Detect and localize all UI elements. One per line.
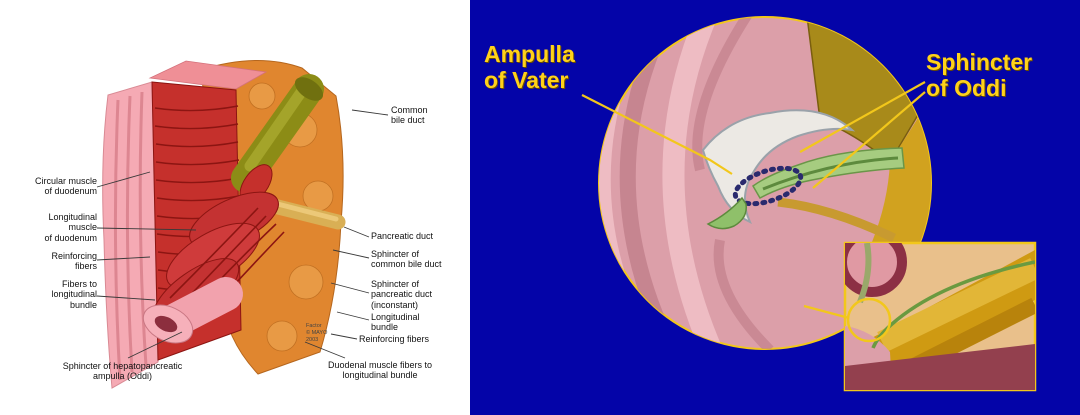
duodenum-illustration — [96, 59, 389, 389]
inset-duct-ring-shape — [845, 243, 907, 297]
label-pancreatic-duct: Pancreatic duct — [371, 231, 434, 241]
label-sphincter-of-oddi: Sphincter of Oddi — [926, 49, 1033, 101]
mucosa-layer-shape — [102, 81, 159, 389]
label-reinforcing-fibers-right: Reinforcing fibers — [359, 334, 430, 344]
label-duodenal-muscle-fibers: Duodenal muscle fibers to longitudinal b… — [327, 360, 433, 381]
ampulla-illustration — [581, 16, 1037, 392]
illustration-credit: Factor © MAYO 2003 — [306, 323, 328, 343]
label-sphincter-hepatopancreatic-ampulla: Sphincter of hepatopancreatic ampulla (O… — [62, 361, 183, 382]
common-bile-duct-shape — [231, 74, 324, 193]
label-longitudinal-bundle: Longitudinal bundle — [371, 312, 420, 333]
label-sphincter-common-bile-duct: Sphincter of common bile duct — [371, 249, 442, 270]
label-circular-muscle: Circular muscle of duodenum — [34, 176, 97, 197]
top-cut-face — [148, 60, 268, 90]
duodenum-anatomy-panel: Circular muscle of duodenum Longitudinal… — [0, 0, 470, 415]
sphincter-ring-shape — [732, 165, 804, 207]
label-longitudinal-muscle: Longitudinal muscle of duodenum — [44, 212, 97, 243]
pancreatic-duct-gold-shape — [777, 197, 896, 243]
ampulla-closeup-panel: Ampulla of Vater Sphincter of Oddi — [470, 0, 1080, 415]
callout-lines — [581, 81, 926, 320]
ampulla-mound-shape — [701, 109, 856, 225]
label-reinforcing-fibers-left: Reinforcing fibers — [51, 251, 97, 272]
label-sphincter-pancreatic-duct: Sphincter of pancreatic duct (inconstant… — [371, 279, 433, 310]
label-ampulla-of-vater: Ampulla of Vater — [484, 41, 575, 93]
label-fibers-to-longitudinal-bundle: Fibers to longitudinal bundle — [51, 279, 97, 310]
bile-droplet-shape — [706, 196, 747, 230]
label-common-bile-duct: Common bile duct — [391, 105, 428, 126]
inset-highlight-circle — [846, 297, 892, 343]
leader-lines — [96, 109, 389, 359]
papilla-shape — [142, 277, 243, 344]
inset-overview — [843, 241, 1037, 392]
